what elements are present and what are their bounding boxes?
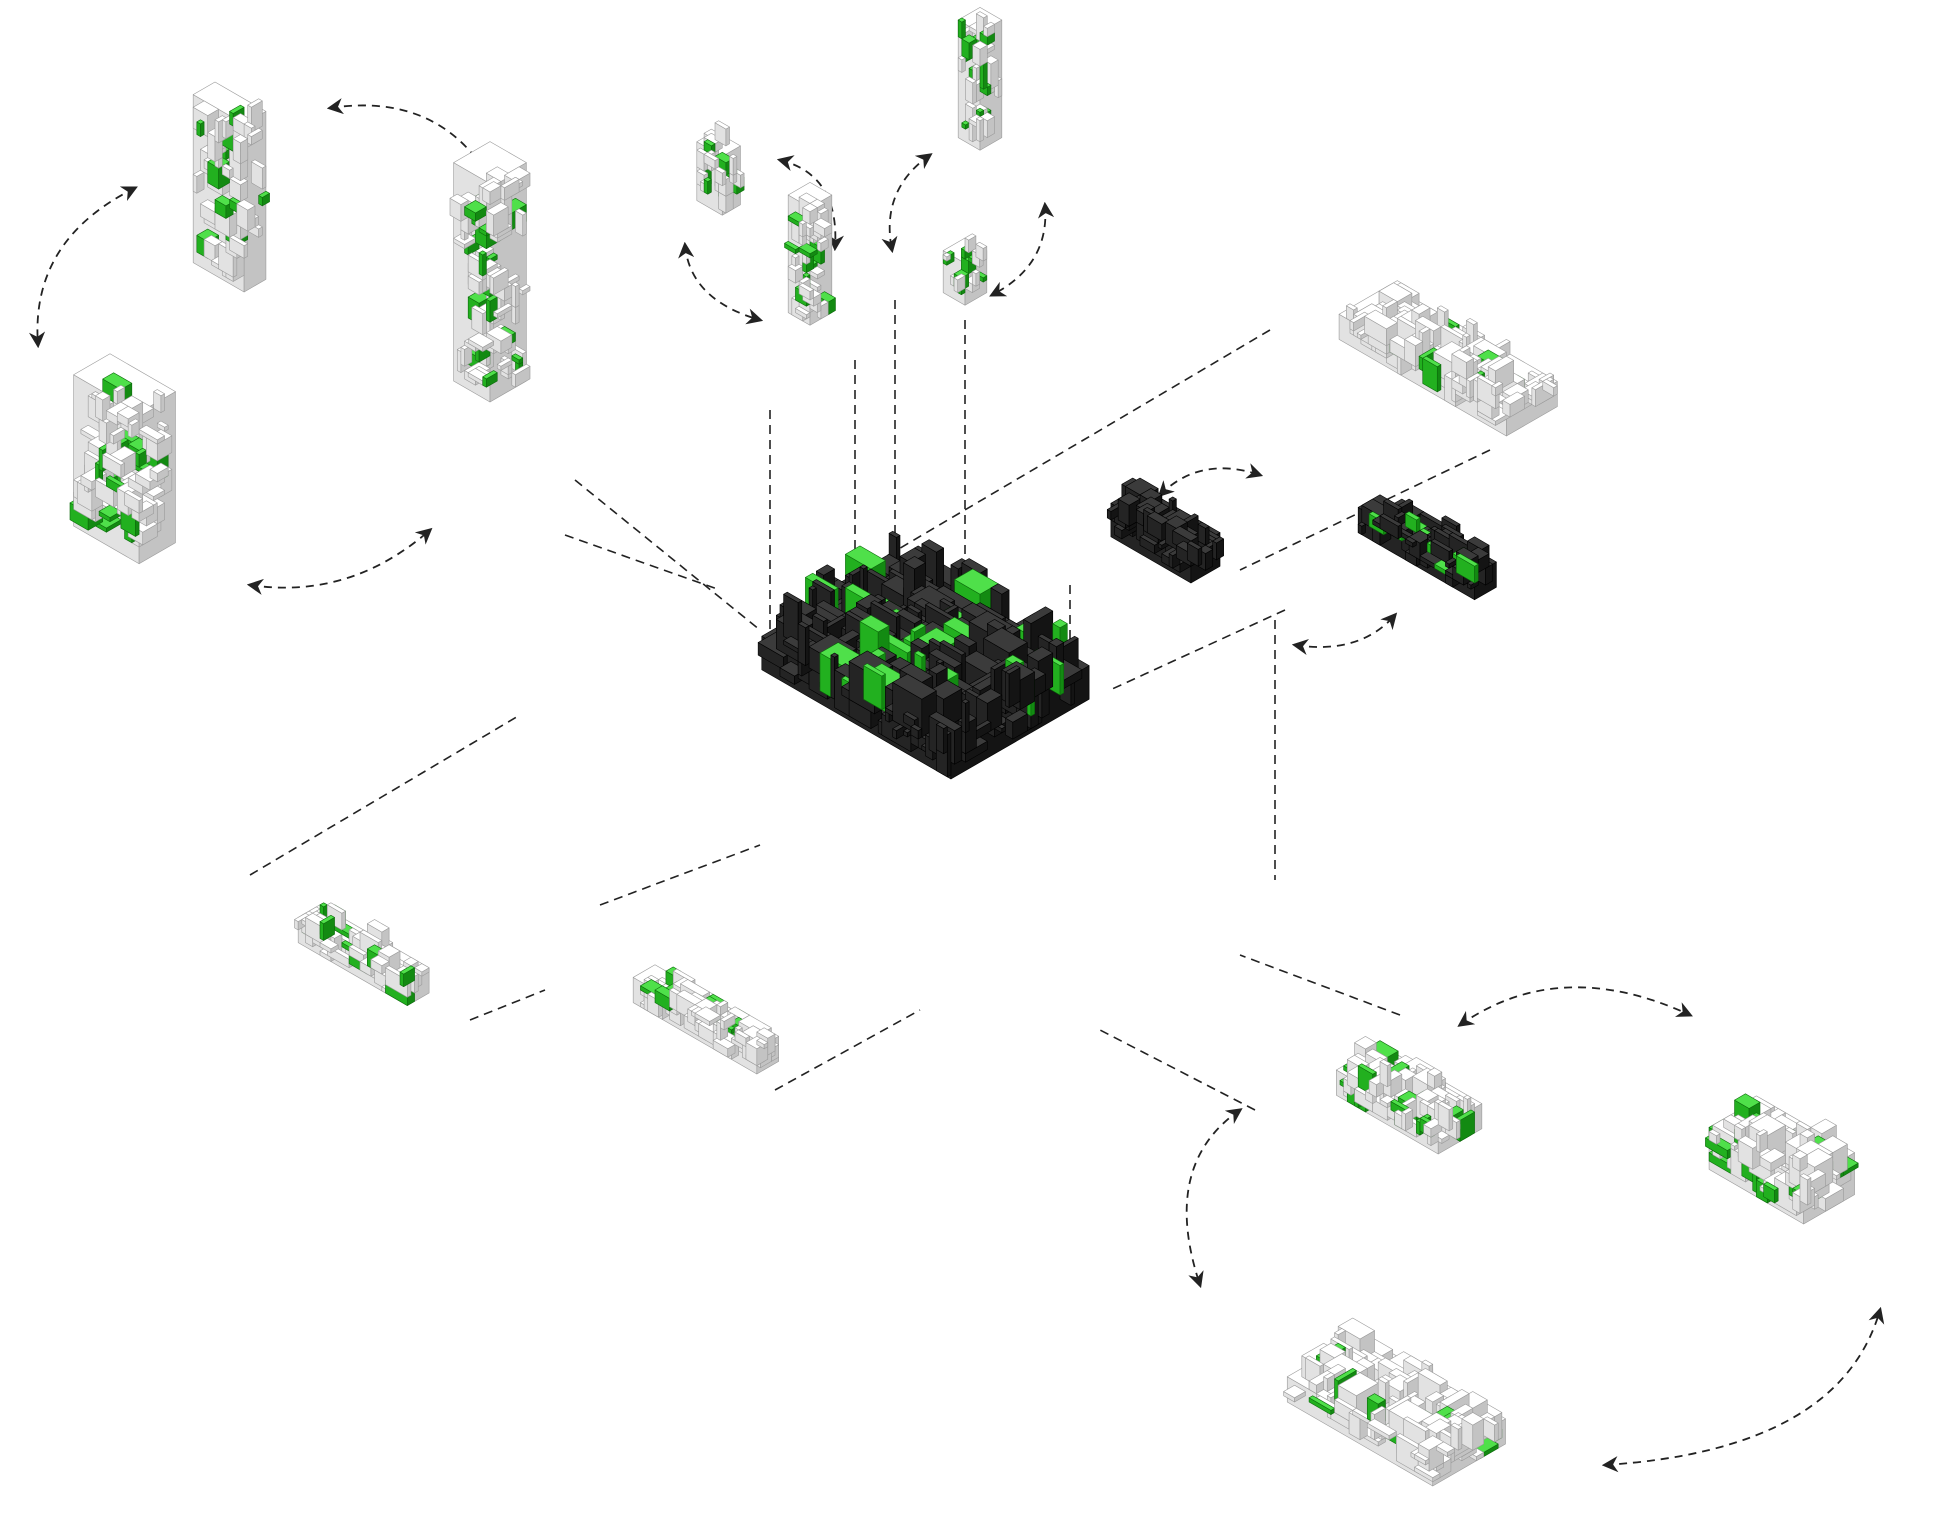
cycle-arrow xyxy=(246,527,433,595)
cycle-arrow xyxy=(326,98,502,201)
volume-tower-tall-slab xyxy=(449,141,531,403)
volume-block-low-terrace xyxy=(69,353,176,565)
cycle-arrow xyxy=(1457,986,1693,1027)
cycle-arrow xyxy=(1185,1108,1243,1289)
connector-line xyxy=(249,714,521,876)
connector-line xyxy=(1109,609,1286,691)
cycle-arrow xyxy=(28,186,138,349)
volume-cluster-se-a xyxy=(1336,1036,1483,1155)
volume-bar-white-mid xyxy=(632,964,779,1075)
volume-tower-small-b xyxy=(784,182,836,326)
volume-tower-small-a xyxy=(696,120,745,216)
volume-tower-cross-short xyxy=(942,233,988,306)
cycle-arrow xyxy=(989,201,1055,297)
connector-line xyxy=(599,844,761,906)
volume-central-assembly xyxy=(757,530,1090,780)
cycle-arrow xyxy=(678,241,764,325)
volume-tower-cross-tall xyxy=(957,7,1003,151)
volume-cluster-se-c xyxy=(1283,1317,1506,1487)
cycle-arrow xyxy=(776,155,844,252)
connector-line xyxy=(1239,954,1401,1016)
volume-wing-large-fan xyxy=(1338,280,1558,437)
connector-line xyxy=(879,329,1271,561)
volume-cluster-se-b xyxy=(1705,1093,1859,1225)
cycle-arrows xyxy=(28,98,1885,1473)
connector-line xyxy=(774,1009,921,1091)
voxel-volumes xyxy=(69,7,1859,1487)
connector-line xyxy=(564,534,721,591)
volume-dark-unit-right xyxy=(1357,494,1497,601)
volume-bar-white-left xyxy=(294,902,430,1006)
connector-line xyxy=(1099,1029,1256,1111)
cycle-arrow xyxy=(1601,1306,1885,1473)
volume-tower-twin-slab xyxy=(192,81,270,293)
cycle-arrow xyxy=(1291,612,1398,655)
connector-line xyxy=(469,989,546,1021)
volume-dark-unit-left xyxy=(1106,477,1224,584)
cycle-arrow xyxy=(1157,463,1264,498)
connector-line xyxy=(574,479,761,631)
cycle-arrow xyxy=(881,153,933,254)
